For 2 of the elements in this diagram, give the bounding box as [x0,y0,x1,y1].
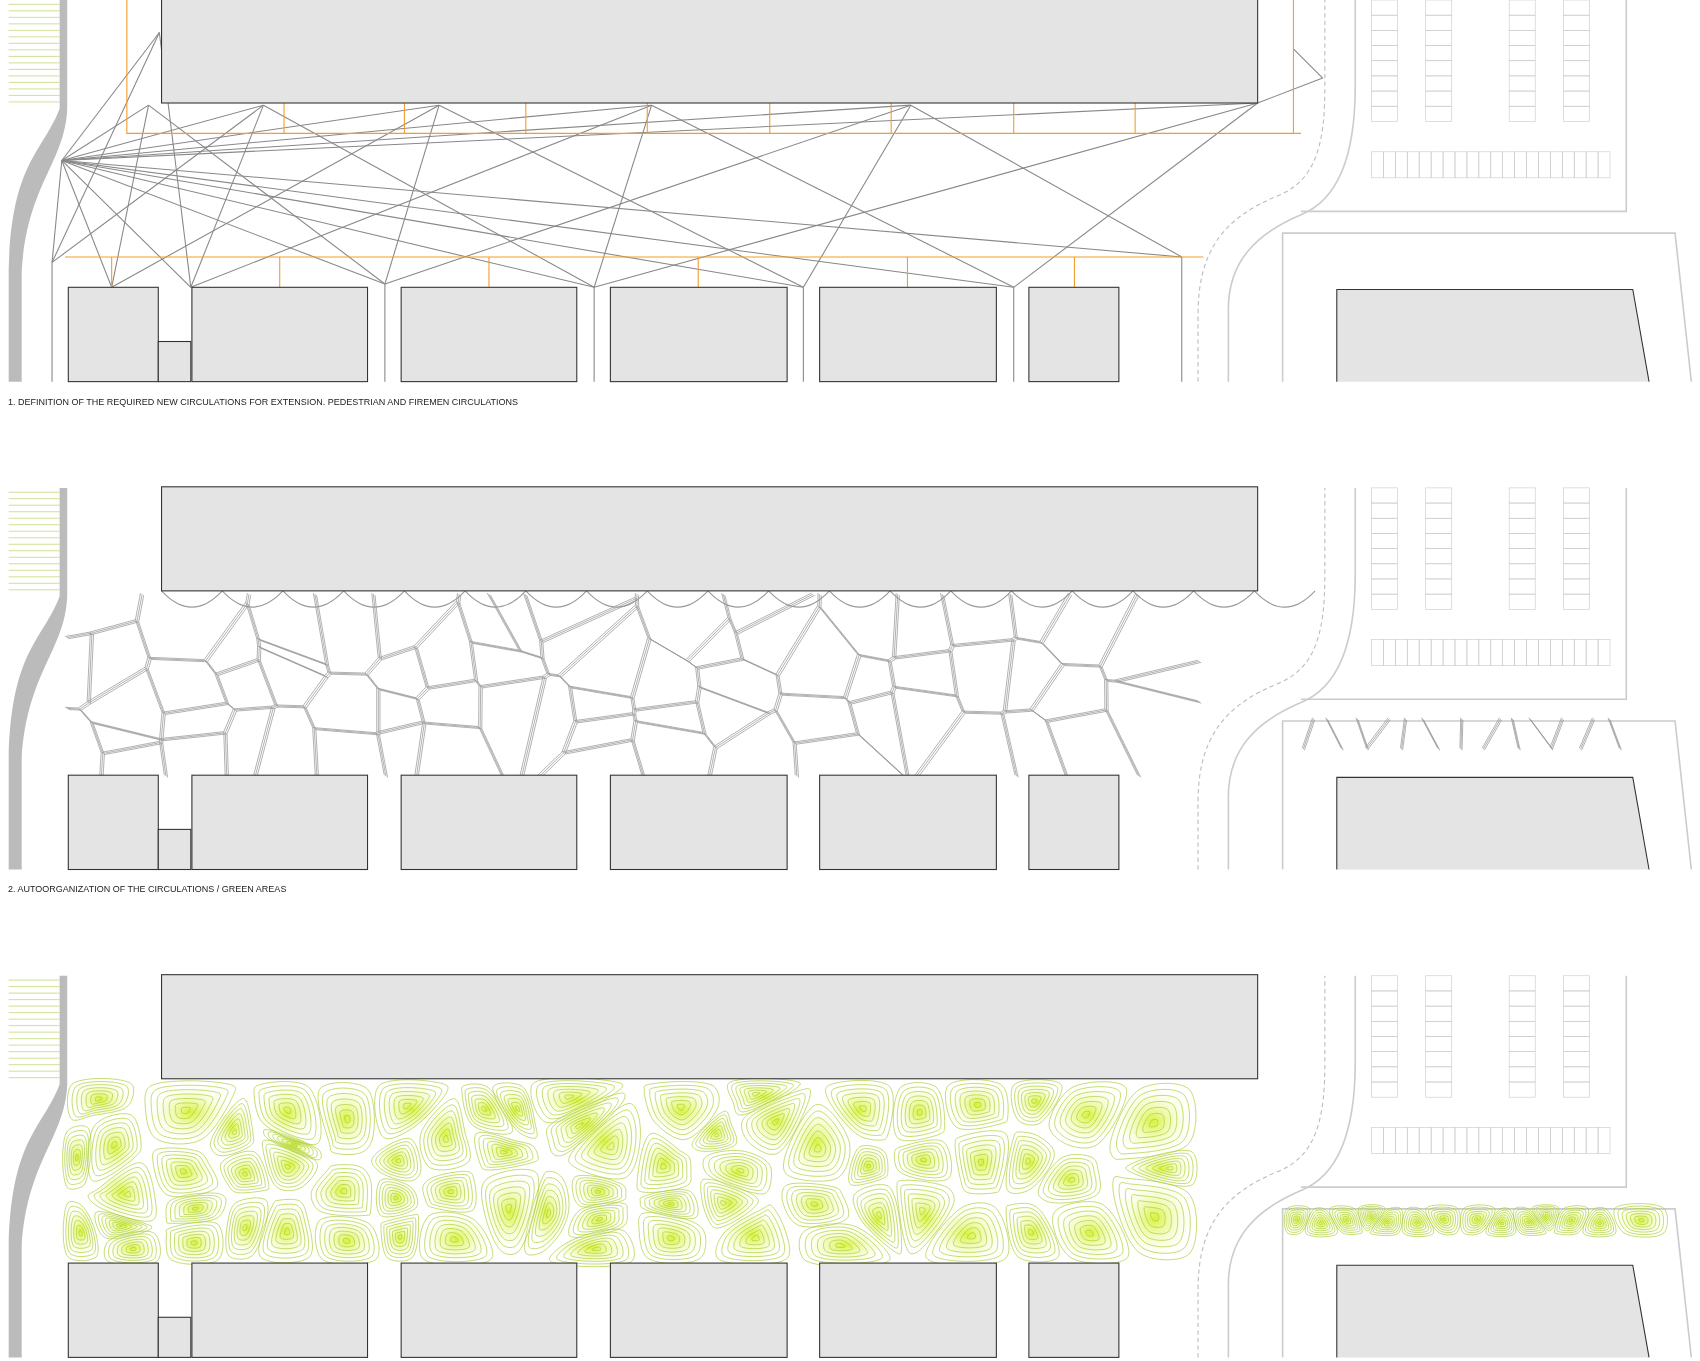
caption: 1. DEFINITION OF THE REQUIRED NEW CIRCULATIONS FOR EXTENSION. PEDESTRIAN AND FIREMEN CIRCULATIONS [8,397,519,407]
caption: 2. AUTOORGANIZATION OF THE CIRCULATIONS / GREEN AREAS [8,884,287,894]
